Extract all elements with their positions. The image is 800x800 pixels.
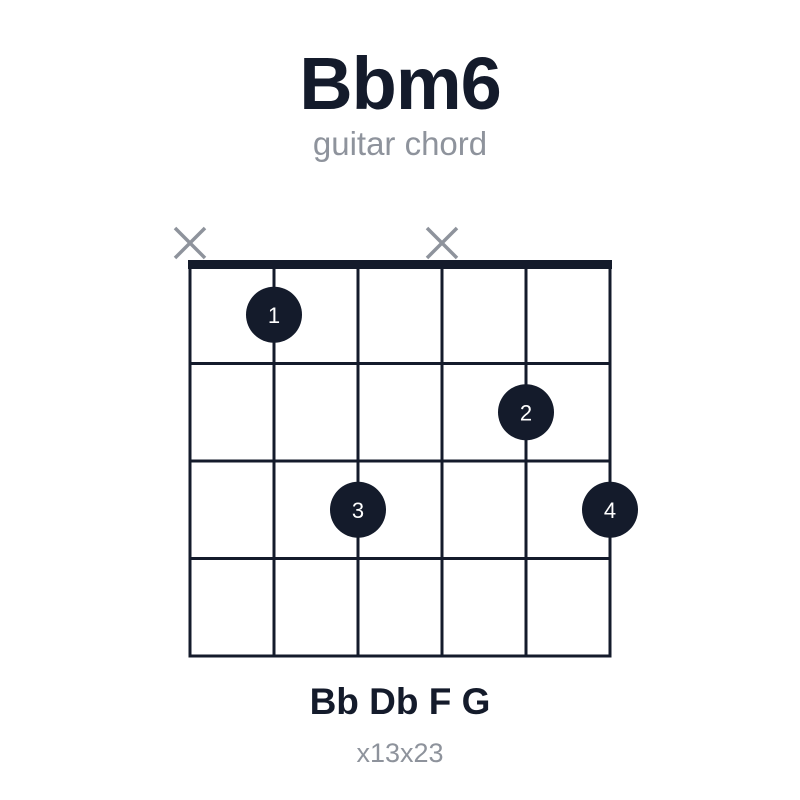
chord-subtitle: guitar chord: [312, 125, 488, 162]
fretboard-grid: [188, 260, 612, 658]
finger-dot: 4: [582, 481, 638, 538]
finger-dot-circle: [246, 286, 302, 343]
finger-dot: 1: [246, 286, 302, 343]
chord-fingering: x13x23: [356, 738, 444, 768]
nut: [188, 260, 612, 269]
muted-string-markers: [173, 226, 459, 260]
finger-dot-circle: [582, 481, 638, 538]
chord-name: Bbm6: [299, 42, 502, 125]
finger-number: 2: [520, 400, 532, 425]
finger-dots: 1 2 3 4: [246, 286, 638, 538]
finger-number: 1: [268, 303, 280, 328]
finger-number: 4: [604, 498, 616, 523]
muted-string-x-icon: [173, 226, 207, 260]
finger-dot: 3: [330, 481, 386, 538]
muted-x-stroke: [173, 226, 207, 260]
chord-notes: Bb Db F G: [309, 681, 491, 722]
finger-dot-circle: [498, 384, 554, 441]
finger-dot-circle: [330, 481, 386, 538]
muted-string-x-icon: [425, 226, 459, 260]
finger-dot: 2: [498, 384, 554, 441]
muted-x-stroke: [425, 226, 459, 260]
finger-number: 3: [352, 498, 364, 523]
